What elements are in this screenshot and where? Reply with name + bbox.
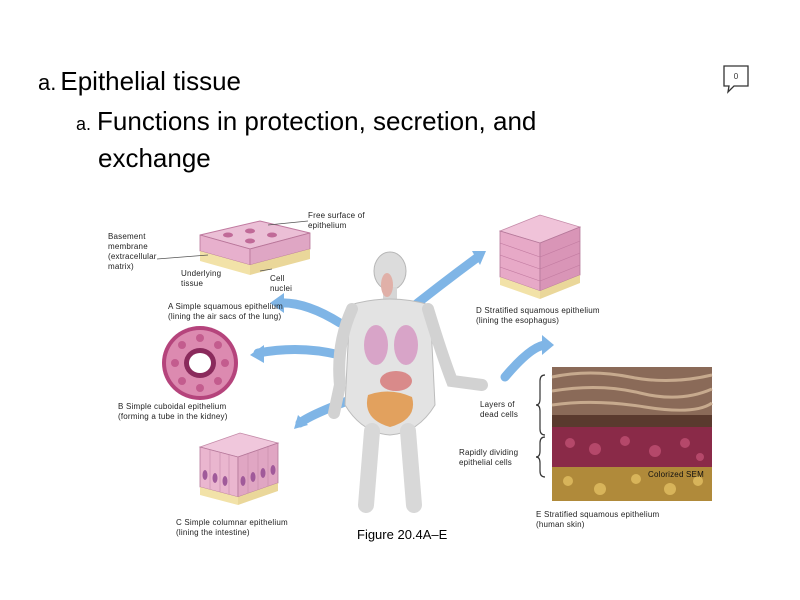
panel-d-tissue [500, 215, 580, 299]
comment-bubble-icon[interactable]: 0 [722, 64, 750, 88]
figure-caption: Figure 20.4A–E [357, 527, 447, 542]
comment-count: 0 [734, 72, 739, 81]
subtitle-list-marker: a. [76, 114, 91, 134]
label-panel-c: C Simple columnar epithelium(lining the … [176, 518, 288, 538]
panel-c-tissue [200, 433, 278, 505]
panel-b-tissue [162, 326, 238, 400]
label-panel-e: E Stratified squamous epithelium(human s… [536, 510, 659, 530]
arrow-c [300, 400, 350, 423]
subtitle-line-1: Functions in protection, secretion, and [97, 106, 536, 136]
panel-a-tissue [200, 221, 310, 275]
title-text: Epithelial tissue [60, 66, 241, 96]
arrow-e [505, 345, 546, 377]
label-panel-a: A Simple squamous epithelium(lining the … [168, 302, 283, 322]
title-list-marker: a. [38, 70, 56, 95]
label-panel-d: D Stratified squamous epithelium(lining … [476, 306, 600, 326]
bracket-lines [536, 375, 545, 477]
slide-title: a.Epithelial tissue [38, 66, 241, 97]
subtitle-line-2: exchange [76, 141, 636, 175]
label-colorized-sem: Colorized SEM [648, 470, 704, 480]
panel-e-micrograph [552, 367, 712, 501]
slide-subtitle: a. Functions in protection, secretion, an… [76, 104, 636, 175]
arrow-b [258, 349, 340, 355]
label-panel-b: B Simple cuboidal epithelium(forming a t… [118, 402, 228, 422]
arrow-a [278, 303, 340, 323]
